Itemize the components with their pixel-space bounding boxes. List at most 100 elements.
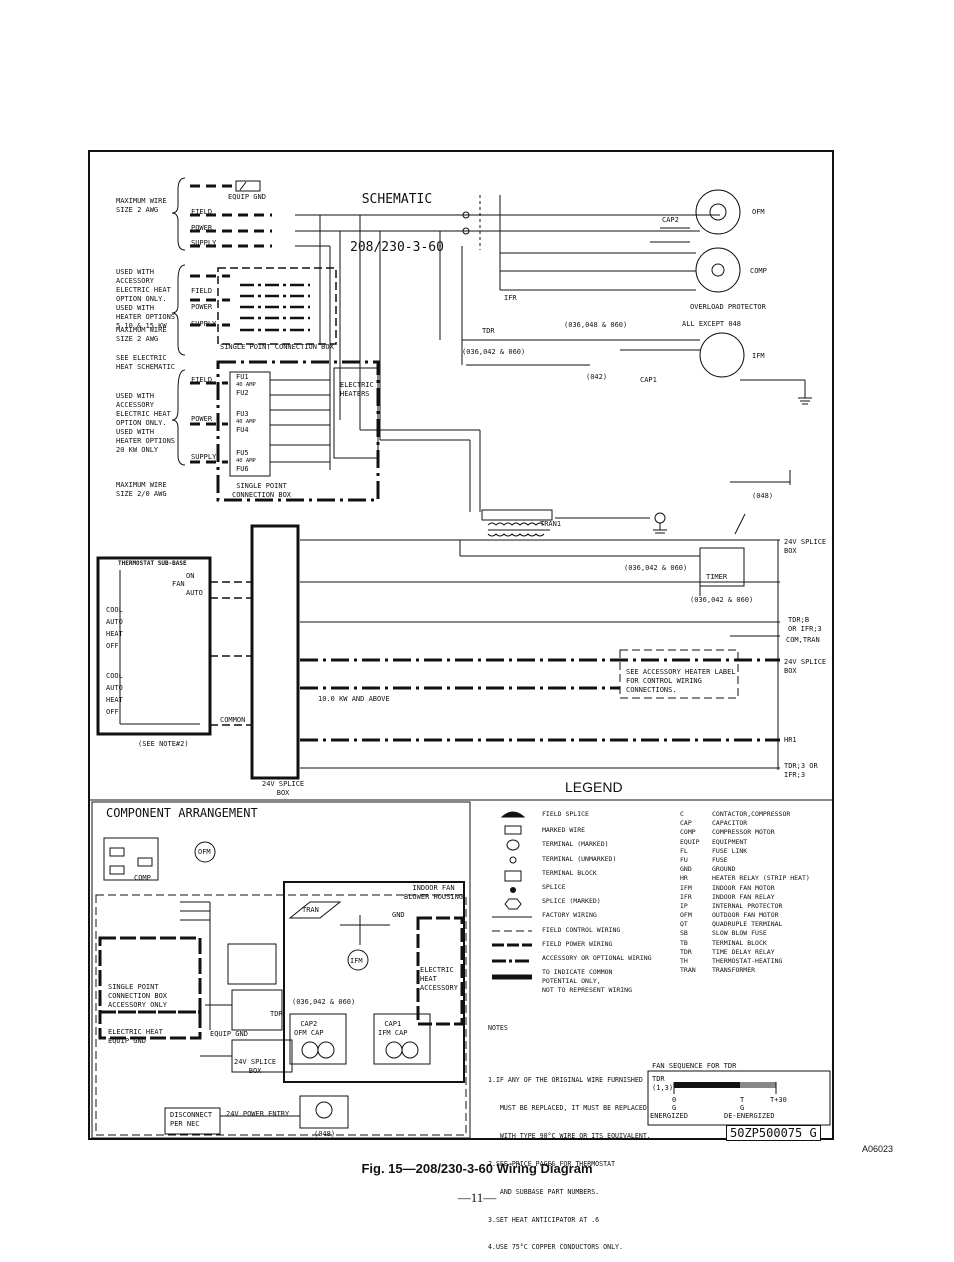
comp-tdr: TDR [270,1010,283,1018]
label-accessory-heater: SEE ACCESSORY HEATER LABEL FOR CONTROL W… [626,668,736,694]
abbreviation-meaning: CAPACITOR [712,819,748,828]
label-opt-042: (042) [586,373,608,381]
comp-indoor: INDOOR FAN BLOWER HOUSING [404,884,464,901]
abbreviation-meaning: TIME DELAY RELAY [712,947,775,956]
abbreviation-key: SB [680,929,688,938]
thermostat-auto-1: AUTO [106,618,123,626]
schematic-title-text: SCHEMATIC [361,192,433,207]
thermostat-fan: FAN [172,580,185,588]
fan-sequence-tdr: TDR (1,3) [652,1075,674,1092]
figure-caption: Fig. 15—208/230-3-60 Wiring Diagram [361,1161,593,1176]
abbreviation-meaning: HEATER RELAY (STRIP HEAT) [712,874,810,883]
label-field-3: FIELD [191,376,213,384]
abbreviation-key: IFR [680,892,692,901]
legend-symbol: FIELD CONTROL WIRING [542,925,621,934]
abbreviation-meaning: EQUIPMENT [712,837,748,846]
label-overload: OVERLOAD PROTECTOR [690,303,766,311]
fuse-fu1: FU1 [236,373,249,381]
fan-sequence-t0: 0 [672,1096,677,1104]
legend-symbol: NOT TO REPRESENT WIRING [542,986,633,995]
comp-power-entry: 24V POWER ENTRY [226,1110,290,1118]
fuse-fu4: FU4 [236,426,249,434]
abbreviation-meaning: COMPRESSOR MOTOR [712,828,775,837]
note-see-electric-heat: SEE ELECTRIC HEAT SCHEMATIC [116,354,176,371]
label-power-3: POWER [191,415,213,423]
comp-electric-heat-gnd: ELECTRIC HEAT EQUIP GND [108,1028,163,1045]
label-field-2: FIELD [191,287,213,295]
legend-title: LEGEND [565,779,623,795]
note-line: 3.SET HEAT ANTICIPATOR AT .6 [488,1215,600,1224]
abbreviation-meaning: TERMINAL BLOCK [712,938,767,947]
abbreviation-key: TH [680,957,688,965]
label-ifm: IFM [752,352,765,360]
wiring-diagram-svg [88,177,834,1139]
legend-abbreviation-row: FU FUSE [680,856,810,865]
fuse-rating-1: 40 AMP [236,382,256,388]
label-ofm: OFM [752,208,765,216]
legend-symbol: ACCESSORY OR OPTIONAL WIRING [542,953,652,962]
abbreviation-meaning: OUTDOOR FAN MOTOR [712,911,779,920]
abbreviation-key: FU [680,855,688,864]
comp-opt: (036,042 & 060) [292,998,356,1006]
abbreviation-meaning: CONTACTOR,COMPRESSOR [712,810,791,818]
label-opt-036-042-060-c: (036,042 & 060) [690,596,754,604]
thermostat-heat-1: HEAT [106,630,123,638]
legend-notes: NOTES 1.IF ANY OF THE ORIGINAL WIRE FURN… [488,1005,651,1262]
label-ifr: IFR [504,294,517,302]
fuse-fu6: FU6 [236,465,249,473]
label-splice-box-bottom: 24V SPLICE BOX [262,780,305,797]
label-supply-3: SUPPLY [191,453,217,461]
fuse-rating-3: 40 AMP [236,458,256,464]
note-wire-size-20: MAXIMUM WIRE SIZE 2/0 AWG [116,481,167,498]
legend-abbreviation-row: QT QUADRUPLE TERMINAL [680,920,810,929]
note-line: 4.USE 75°C COPPER CONDUCTORS ONLY. [488,1243,623,1252]
abbreviation-meaning: GROUND [712,865,736,874]
legend-symbol: FIELD POWER WIRING [542,939,613,948]
label-tdr: TDR [482,327,495,335]
notes-title: NOTES [488,1023,508,1032]
abbreviation-meaning: FUSE [712,855,728,864]
legend-symbols: FIELD SPLICE MARKED WIRE TERMINAL (MARKE… [542,810,652,996]
fan-sequence-g1: G [672,1104,677,1112]
label-supply-1: SUPPLY [191,239,217,247]
abbreviation-key: QT [680,920,688,929]
thermostat-see-note: (SEE NOTE#2) [138,740,189,748]
abbreviation-key: CAP [680,819,692,828]
label-power-1: POWER [191,224,213,232]
fuse-rating-2: 40 AMP [236,419,256,425]
abbreviation-key: IFM [680,883,692,892]
comp-disconnect: DISCONNECT PER NEC [170,1111,213,1128]
thermostat-cool-1: COOL [106,606,123,614]
comp-tran: TRAN [302,906,319,914]
abbreviation-meaning: QUADRUPLE TERMINAL [712,920,783,929]
label-power-2: POWER [191,303,213,311]
comp-cap1: CAP1 IFM CAP [378,1020,408,1037]
abbreviation-key: TDR [680,947,692,956]
comp-ifm: IFM [350,957,363,965]
note-line: 2.SEE PRICE PAGES FOR THERMOSTAT [488,1159,616,1168]
fuse-fu3: FU3 [236,410,249,418]
thermostat-on: ON [186,572,195,580]
comp-ofm: OFM [198,848,211,856]
comp-splice: 24V SPLICE BOX [234,1058,277,1075]
label-cap2: CAP2 [662,216,679,224]
abbreviation-meaning: THERMOSTAT-HEATING [712,957,783,965]
note-accessory-heat-1: USED WITH ACCESSORY ELECTRIC HEAT OPTION… [116,268,176,330]
fan-sequence-t30: T+30 [770,1096,787,1104]
comp-electric-heat-acc: ELECTRIC HEAT ACCESSORY [420,966,458,992]
legend-symbol: TO INDICATE COMMON [542,968,613,977]
legend-abbreviation-row: TDR TIME DELAY RELAY [680,948,810,957]
legend-symbol: POTENTIAL ONLY, [542,977,601,986]
thermostat-auto: AUTO [186,589,203,597]
abbreviation-meaning: FUSE LINK [712,846,748,855]
label-opt-036-048-060: (036,048 & 060) [564,321,628,329]
label-opt-036-042-060: (036,042 & 060) [462,348,526,356]
label-tran1: TRAN1 [540,520,562,528]
